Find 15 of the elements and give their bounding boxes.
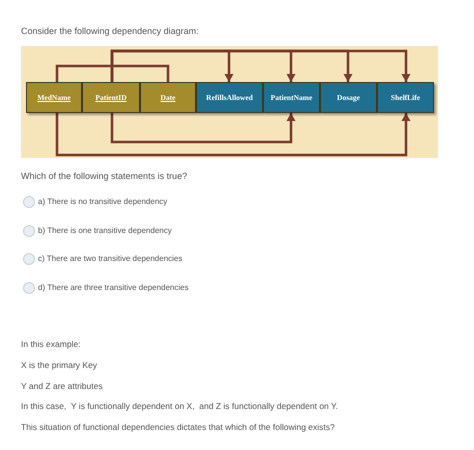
option-text: b) There is one transitive dependency: [38, 224, 172, 236]
dependency-arrow: [110, 113, 296, 144]
body-text: This situation of functional dependencies dictates that which of the following exists?: [21, 421, 335, 434]
question-text: Which of the following statements is true?: [21, 170, 188, 183]
connector-line: [56, 64, 170, 82]
option-text: a) There is no transitive dependency: [38, 196, 168, 208]
prompt-text: Consider the following dependency diagram:: [21, 25, 199, 38]
body-text: In this example:: [21, 338, 81, 351]
option-text: c) There are two transitive dependencies: [38, 253, 182, 265]
body-text: In this case, Y is functionally dependent on X, and Z is functionally dependent on Y.: [21, 400, 338, 414]
dependency-arrow: [110, 50, 410, 82]
body-text: Y and Z are attributes: [21, 380, 103, 392]
body-text: X is the primary Key: [21, 358, 98, 372]
option-text: d) There are three transitive dependencies: [38, 282, 189, 294]
dependency-arrow: [56, 113, 410, 156]
